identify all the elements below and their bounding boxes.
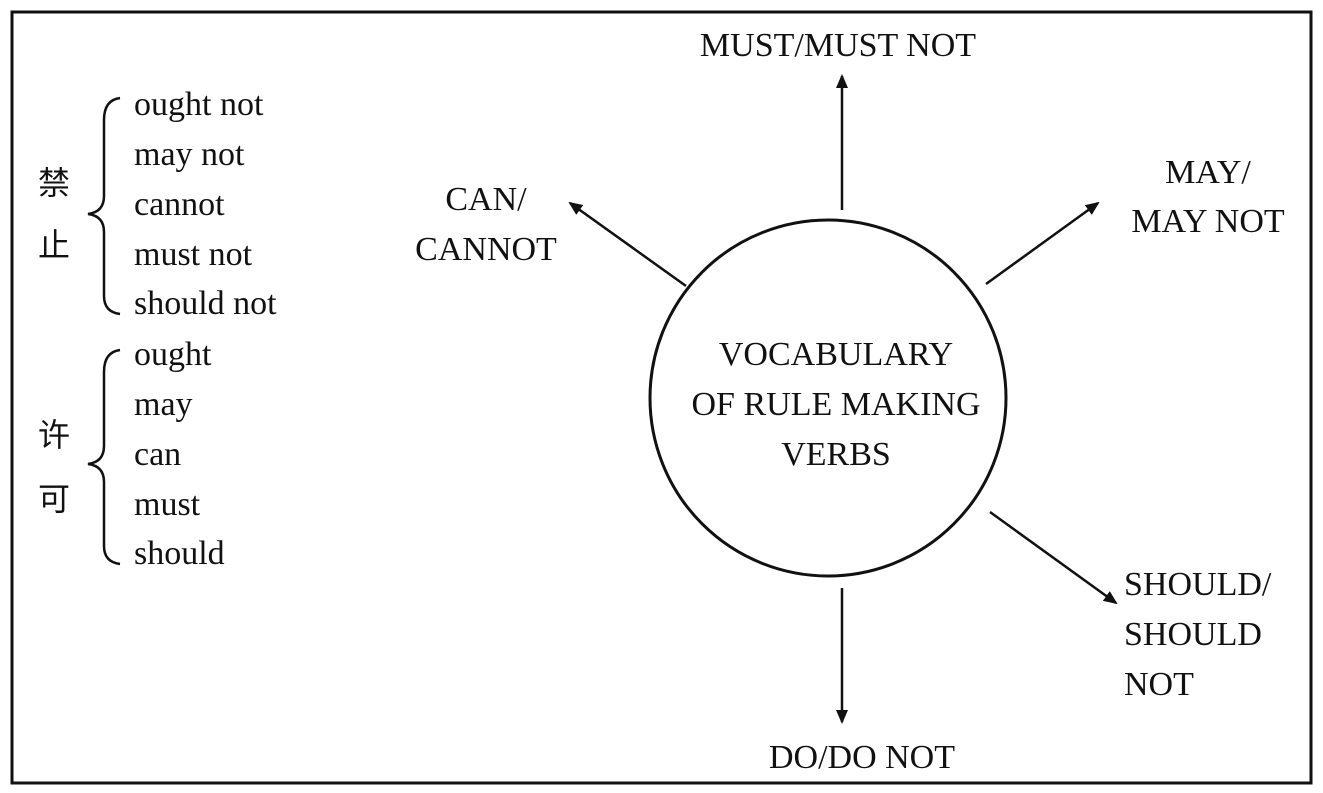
spoke-label-bottom: DO/DO NOT bbox=[769, 739, 955, 776]
prohibition-item: may not bbox=[134, 136, 245, 173]
hub-label-line-1: VOCABULARY bbox=[719, 336, 953, 373]
hub-label-line-2: OF RULE MAKING bbox=[692, 386, 981, 423]
spoke-label-upper-left-line-1: CAN/ bbox=[445, 181, 527, 218]
spoke-label-upper-right-line-1: MAY/ bbox=[1165, 154, 1251, 191]
prohibition-item: cannot bbox=[134, 186, 225, 223]
prohibition-item: ought not bbox=[134, 86, 264, 123]
spoke-label-lower-right-line-1: SHOULD/ bbox=[1124, 566, 1272, 603]
spoke-label-top: MUST/MUST NOT bbox=[700, 27, 976, 64]
arrow-lower-right-icon bbox=[989, 510, 1118, 605]
diagram-border bbox=[10, 10, 1313, 785]
spoke-label-lower-right-line-3: NOT bbox=[1124, 666, 1194, 703]
hub-circle bbox=[648, 218, 1008, 578]
permission-item: can bbox=[134, 436, 181, 473]
hub-label-line-3: VERBS bbox=[781, 436, 891, 473]
prohibition-group: 禁 止 ought not may not cannot must not sh… bbox=[38, 86, 277, 322]
permission-group: 许 可 ought may can must should bbox=[38, 336, 225, 572]
permission-curly-brace-icon bbox=[87, 348, 121, 566]
permission-item: should bbox=[134, 535, 225, 572]
prohibition-item: should not bbox=[134, 285, 277, 322]
permission-item: ought bbox=[134, 336, 212, 373]
permission-label-char-2: 可 bbox=[38, 480, 70, 518]
permission-item: must bbox=[134, 486, 201, 523]
spoke-label-lower-right-line-2: SHOULD bbox=[1124, 616, 1262, 653]
spoke-label-upper-right-line-2: MAY NOT bbox=[1131, 203, 1285, 240]
arrow-upper-right-icon bbox=[985, 201, 1100, 286]
arrow-upper-left-icon bbox=[568, 201, 687, 288]
permission-item: may bbox=[134, 386, 193, 423]
permission-label-char-1: 许 bbox=[38, 416, 70, 454]
prohibition-item: must not bbox=[134, 236, 253, 273]
prohibition-label-char-1: 禁 bbox=[38, 164, 70, 202]
prohibition-curly-brace-icon bbox=[87, 96, 121, 316]
spoke-label-upper-left-line-2: CANNOT bbox=[415, 231, 557, 268]
prohibition-label-char-2: 止 bbox=[38, 226, 70, 264]
